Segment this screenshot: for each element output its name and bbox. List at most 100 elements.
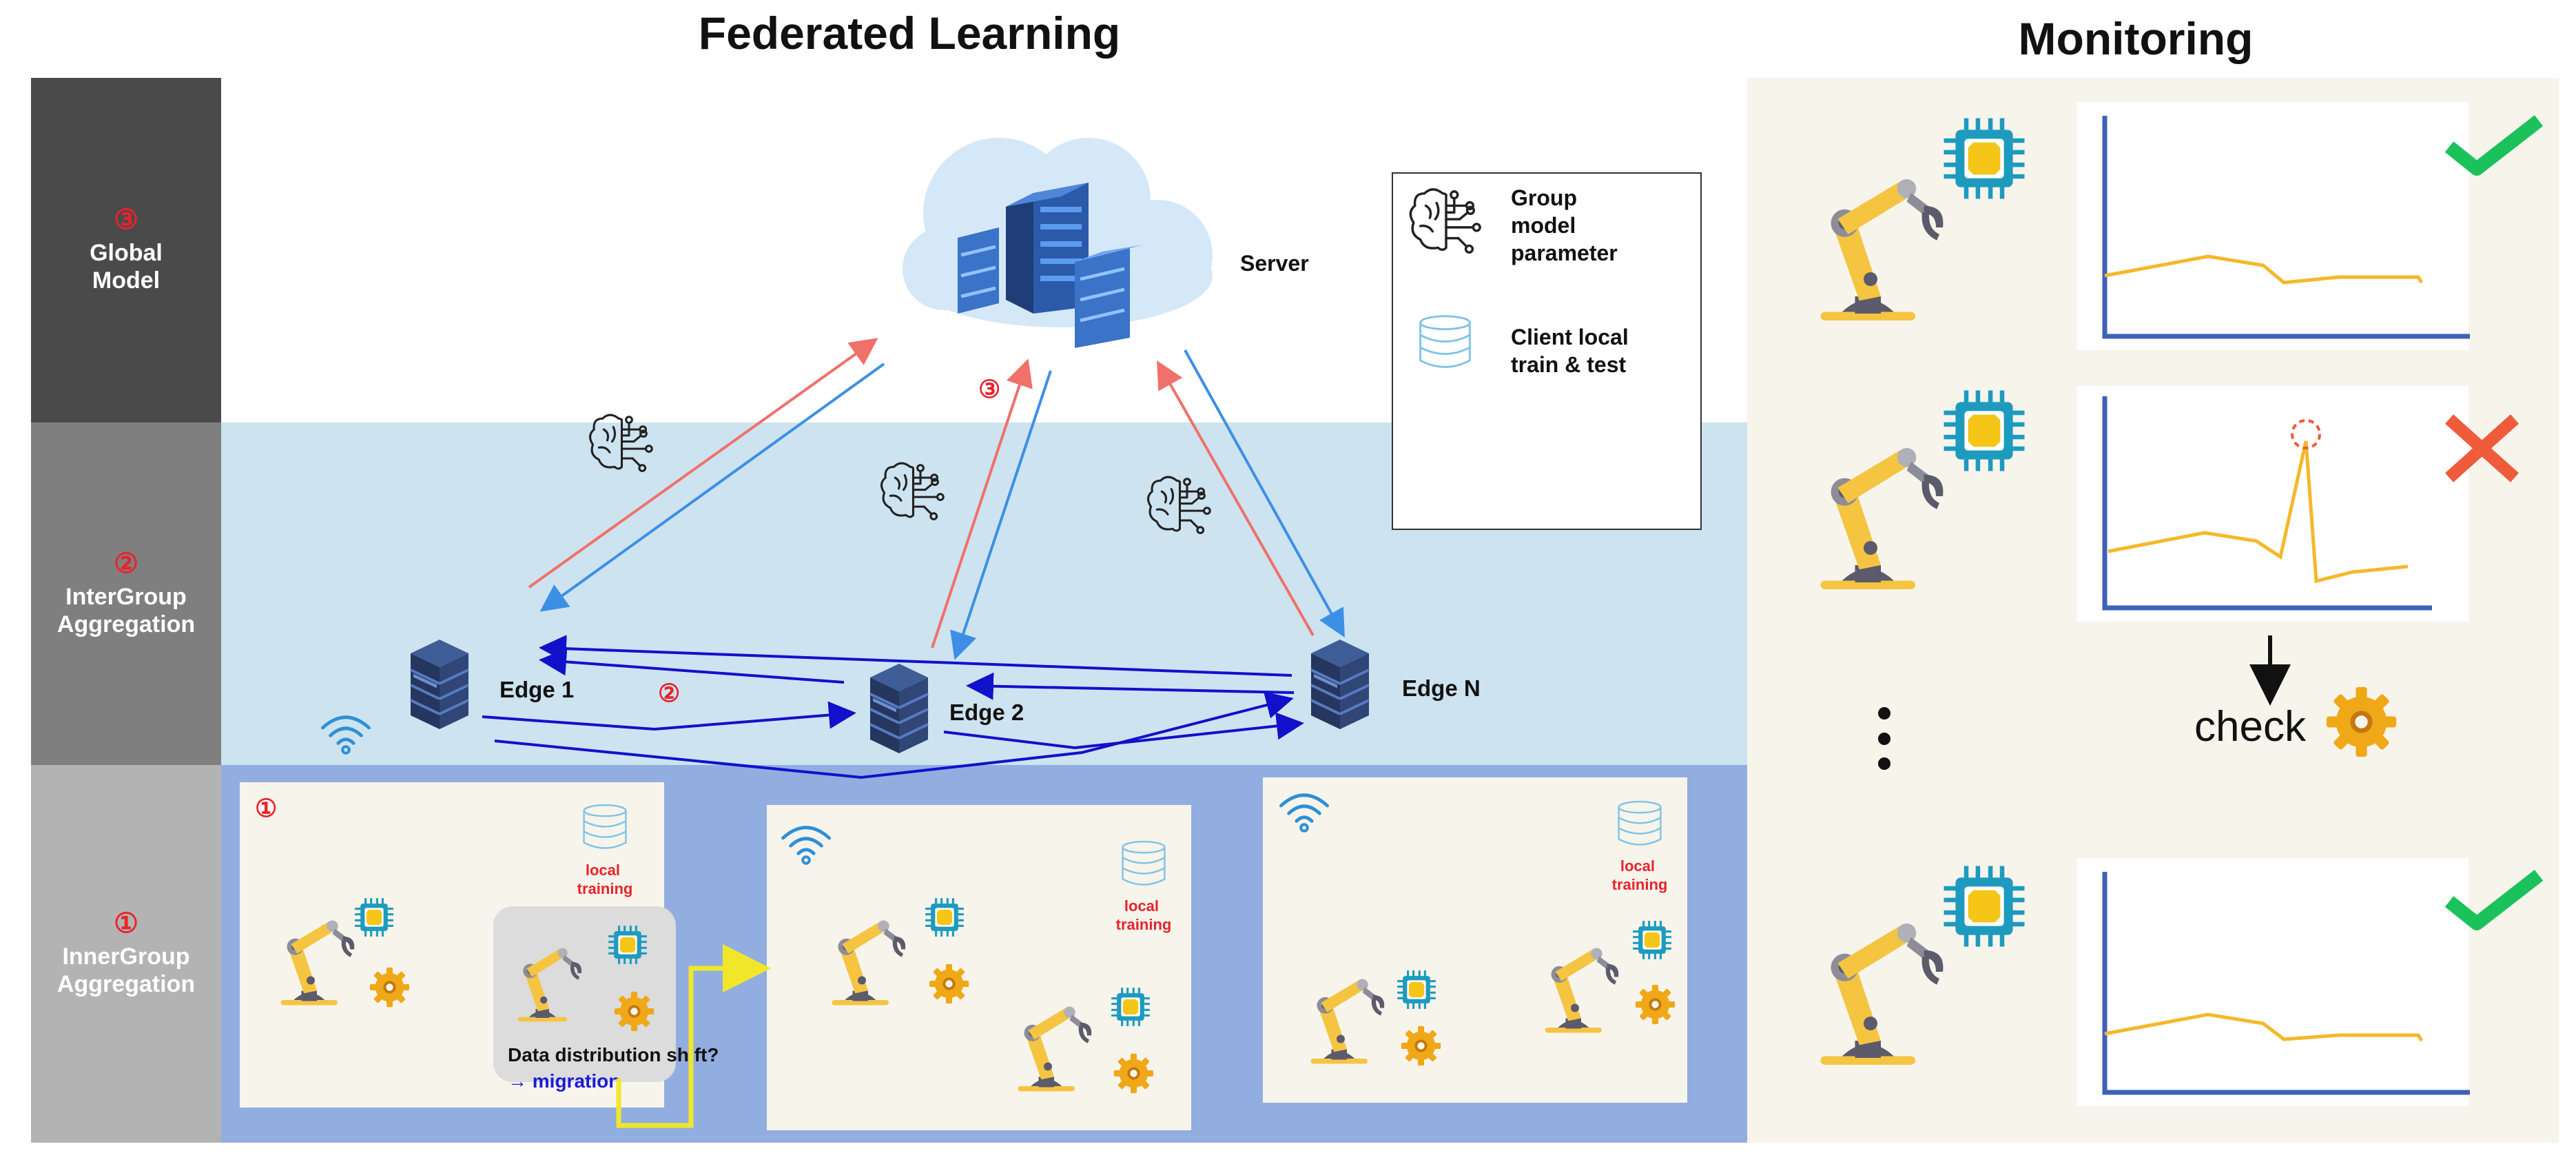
legend-db-label: Client local train & test [1511, 325, 1635, 377]
monitor-chart-card-1 [2077, 102, 2469, 350]
group2-chip-1-icon [924, 897, 965, 938]
arrow-edge2-to-edge1 [539, 648, 845, 684]
brain-icon-2 [880, 462, 945, 521]
legend-db-line-1: Client local [1511, 325, 1629, 349]
check-label: check [2194, 703, 2307, 751]
edge-2-label: Edge 2 [949, 700, 1024, 725]
monitor-chart-card-2 [2077, 386, 2469, 622]
chart3-trend-line [2104, 1012, 2424, 1042]
arrow-edge1-to-edgeN [494, 691, 1294, 779]
group2-database-icon [1122, 840, 1166, 886]
group1-local-training-label: local training [577, 861, 633, 897]
band-number-inner: ① [114, 908, 138, 939]
arrow-edge1-to-server [528, 338, 878, 589]
arrow-edge2-to-edgeN [943, 712, 1304, 750]
group3-chip-2-icon [1631, 919, 1673, 961]
chart1-trend-line [2104, 254, 2424, 285]
group3-robot-arm-2-icon [1545, 948, 1619, 1033]
legend-brain-line-2: model [1511, 213, 1576, 238]
group3-gear-2-icon [1635, 984, 1676, 1025]
group2-local-line-1: local [1124, 897, 1159, 915]
migrating-chip-icon [607, 924, 648, 966]
group3-gear-1-icon [1401, 1026, 1441, 1066]
band-text-inner-2: Aggregation [56, 971, 196, 997]
group3-robot-arm-1-icon [1310, 979, 1385, 1064]
server-label: Server [1240, 251, 1309, 276]
monitor-chip-1-icon [1944, 119, 2025, 199]
monitor-chip-2-icon [1944, 391, 2025, 471]
federated-learning-title: Federated Learning [698, 8, 1121, 59]
ellipsis-icon [1878, 707, 1890, 770]
band-label-innergroup: ① InnerGroup Aggregation [31, 765, 221, 1143]
migration-arrow [616, 944, 771, 1128]
band-number-global: ③ [114, 205, 138, 235]
group1-local-line-2: training [577, 880, 633, 897]
band-text-inter-1: InterGroup [65, 583, 187, 610]
monitor-chart-3 [2102, 872, 2470, 1095]
migrating-robot-arm-icon [517, 948, 582, 1022]
group2-gear-1-icon [929, 963, 969, 1004]
group1-robot-arm-icon [280, 920, 355, 1006]
arrow-edgeN-to-edge2 [966, 672, 1295, 700]
arrow-server-to-edge2 [950, 370, 1052, 660]
status-anomaly-cross-icon [2444, 414, 2520, 482]
edge-server-1-icon [409, 638, 470, 731]
band-text-inter-2: Aggregation [56, 611, 196, 638]
legend-db-line-2: train & test [1511, 352, 1626, 377]
group2-local-training-label: local training [1116, 897, 1172, 933]
legend-box [1392, 172, 1702, 530]
migration-label: → migration [508, 1070, 620, 1092]
step-marker-global: ③ [978, 375, 1000, 403]
chart2-axes [2102, 396, 2432, 611]
legend-brain-label: Group model parameter [1511, 185, 1618, 265]
wifi-icon-edge1 [322, 717, 369, 753]
legend-brain-line-3: parameter [1511, 241, 1618, 265]
band-text-global-2: Model [92, 267, 161, 294]
monitor-chip-3-icon [1944, 866, 2025, 947]
band-text-inner-1: InnerGroup [62, 943, 190, 970]
legend-brain-icon [1409, 188, 1481, 254]
chart1-axes [2102, 116, 2470, 339]
arrow-edgeN-to-edge1 [539, 635, 1292, 677]
arrow-edge1-to-edge2 [482, 701, 856, 731]
band-number-inter: ② [114, 548, 138, 579]
band-text-global-1: Global [90, 240, 163, 266]
step-marker-inter: ② [658, 679, 680, 707]
legend-brain-line-1: Group [1511, 185, 1577, 210]
wifi-icon-group2 [783, 828, 829, 864]
group1-gear-icon [369, 967, 410, 1008]
group1-chip-icon [353, 897, 395, 938]
arrow-server-to-edge1 [539, 363, 885, 612]
migrating-gear-icon [614, 991, 655, 1032]
status-ok-check-icon-2 [2444, 870, 2544, 930]
check-gear-icon [2326, 686, 2397, 757]
edge-1-label: Edge 1 [499, 677, 574, 702]
group2-chip-2-icon [1110, 986, 1151, 1028]
edge-server-2-icon [869, 662, 929, 755]
group2-robot-arm-1-icon [832, 920, 906, 1006]
step-marker-inner: ① [255, 794, 277, 822]
edge-n-label: Edge N [1402, 675, 1481, 701]
status-ok-check-icon-1 [2444, 115, 2544, 176]
monitor-chart-card-3 [2077, 858, 2469, 1106]
group2-local-line-2: training [1116, 916, 1172, 933]
monitor-robot-arm-2-icon [1820, 448, 1944, 589]
group2-robot-arm-2-icon [1018, 1006, 1092, 1092]
server-cloud-icon [903, 138, 1213, 348]
group3-chip-1-icon [1396, 969, 1437, 1010]
group3-local-line-2: training [1612, 876, 1668, 893]
anomaly-circle-icon [2291, 419, 2321, 449]
brain-icon-3 [1146, 476, 1211, 535]
wifi-icon-group3 [1281, 795, 1327, 831]
group3-local-line-1: local [1620, 857, 1655, 875]
brain-icon-1 [588, 414, 653, 473]
monitor-robot-arm-1-icon [1820, 179, 1944, 320]
chart3-axes [2102, 872, 2470, 1095]
group2-gear-2-icon [1113, 1053, 1154, 1094]
band-label-intergroup: ② InterGroup Aggregation [31, 422, 221, 765]
arrow-server-to-edgeN [1184, 349, 1345, 638]
edge-server-n-icon [1310, 638, 1370, 731]
monitor-chart-2 [2102, 396, 2432, 611]
chart2-trend-line [2108, 440, 2409, 584]
